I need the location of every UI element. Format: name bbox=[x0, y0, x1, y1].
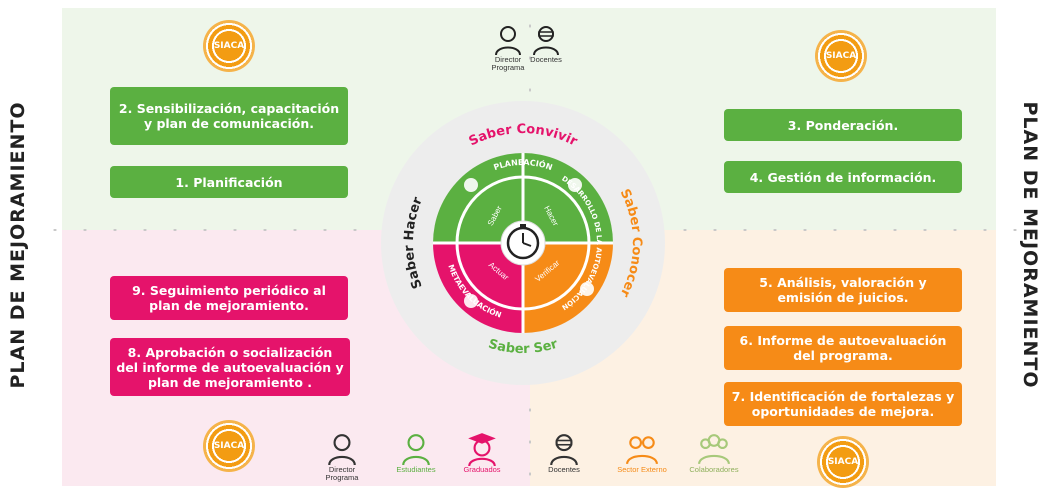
siaca-seal-top-right: SIACA bbox=[815, 30, 867, 82]
step-1-box: 1. Planificación bbox=[110, 166, 348, 198]
person-label: Director Programa bbox=[325, 465, 359, 482]
step-6-box: 6. Informe de autoevaluación del program… bbox=[724, 326, 962, 370]
check-icon bbox=[464, 294, 478, 308]
person-director-top: Director Programa bbox=[478, 24, 538, 72]
hand-icon bbox=[568, 178, 582, 192]
step-5-box: 5. Análisis, valoración y emisión de jui… bbox=[724, 268, 962, 312]
side-title-right: PLAN DE MEJORAMIENTO bbox=[1019, 101, 1041, 389]
person-label: Docentes bbox=[548, 465, 580, 474]
person-label: Graduados bbox=[463, 465, 501, 474]
seal-text: SIACA bbox=[825, 51, 857, 61]
person-estudiantes: Estudiantes bbox=[386, 432, 446, 474]
graduate-icon bbox=[468, 433, 496, 466]
director-icon bbox=[328, 434, 356, 466]
step-3-box: 3. Ponderación. bbox=[724, 109, 962, 141]
person-docentes-bottom: Docentes bbox=[534, 432, 594, 474]
siaca-seal-bottom-right: SIACA bbox=[817, 436, 869, 488]
seal-text: SIACA bbox=[213, 441, 245, 451]
step-4-box: 4. Gestión de información. bbox=[724, 161, 962, 193]
person-sector-externo: Sector Externo bbox=[612, 432, 672, 474]
step-9-box: 9. Seguimiento periódico al plan de mejo… bbox=[110, 276, 348, 320]
clock-icon bbox=[500, 220, 546, 266]
checklist-icon bbox=[580, 282, 594, 296]
quadrant-desarrollo bbox=[523, 243, 613, 333]
team-icon bbox=[698, 434, 730, 465]
phva-wheel: Saber Convivir Saber Conocer Saber Ser S… bbox=[381, 101, 665, 385]
person-label: Docentes bbox=[530, 55, 562, 64]
quadrant-metaevaluacion bbox=[433, 243, 523, 333]
seal-text: SIACA bbox=[827, 457, 859, 467]
step-7-box: 7. Identificación de fortalezas y oportu… bbox=[724, 382, 962, 426]
person-label: Estudiantes bbox=[396, 465, 436, 474]
teacher-icon bbox=[533, 26, 559, 56]
step-8-box: 8. Aprobación o socialización del inform… bbox=[110, 338, 350, 396]
step-2-box: 2. Sensibilización, capacitación y plan … bbox=[110, 87, 348, 145]
person-graduados: Graduados bbox=[452, 432, 512, 474]
student-icon bbox=[402, 434, 430, 466]
gear-icon bbox=[464, 178, 478, 192]
handshake-group-icon bbox=[626, 436, 658, 465]
person-colaboradores: Colaboradores bbox=[684, 432, 744, 474]
person-docentes-top: Docentes bbox=[516, 24, 576, 64]
person-label: Colaboradores bbox=[689, 465, 739, 474]
siaca-seal-top-left: SIACA bbox=[203, 20, 255, 72]
director-icon bbox=[495, 26, 521, 56]
side-title-left: PLAN DE MEJORAMIENTO bbox=[7, 101, 29, 389]
siaca-seal-bottom-left: SIACA bbox=[203, 420, 255, 472]
person-label: Director Programa bbox=[491, 55, 525, 72]
seal-text: SIACA bbox=[213, 41, 245, 51]
person-director-bottom: Director Programa bbox=[312, 432, 372, 482]
label-saber-ser: Saber Ser bbox=[487, 336, 561, 357]
teacher-icon bbox=[550, 434, 578, 466]
person-label: Sector Externo bbox=[617, 465, 667, 474]
